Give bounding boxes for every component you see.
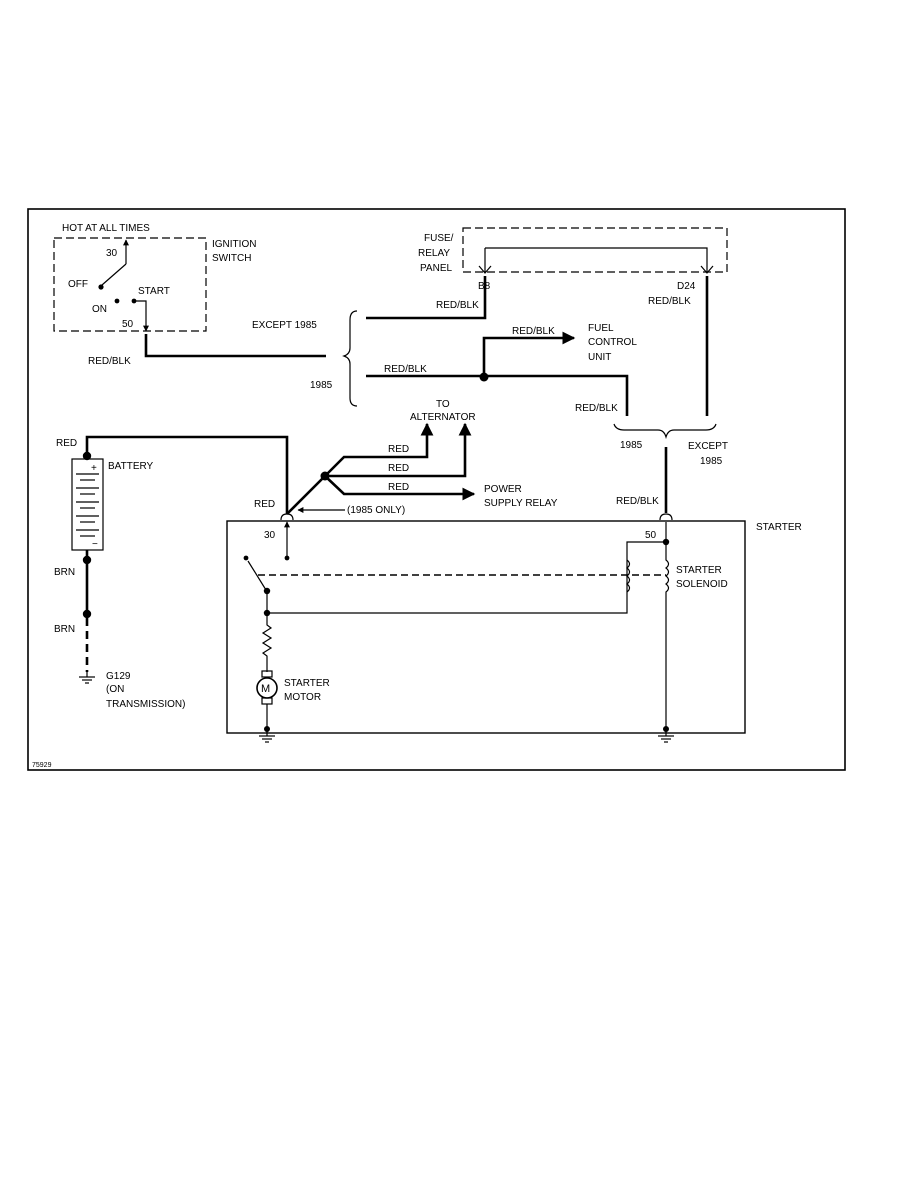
pin-30-label: 30: [106, 248, 118, 259]
to-alternator-label-2: ALTERNATOR: [410, 412, 476, 423]
motor-label-2: MOTOR: [284, 692, 321, 703]
fuse-panel-label-3: PANEL: [420, 263, 452, 274]
pin-d24-label: D24: [677, 281, 696, 292]
diagram-frame: [27, 208, 846, 771]
solenoid-label-2: SOLENOID: [676, 579, 728, 590]
battery-neg-wire-label: BRN: [54, 567, 75, 578]
ground-icon: [259, 729, 275, 743]
fuse-panel-label: FUSE/: [424, 233, 454, 244]
on-label: ON: [92, 304, 107, 315]
alternator-wire-label: RED: [388, 444, 409, 455]
starter: STARTER RED 30 50 STARTER SOLENOID M: [226, 499, 802, 743]
wire-d24-label: RED/BLK: [648, 296, 691, 307]
fuel-control-label-3: UNIT: [588, 352, 611, 363]
off-label: OFF: [68, 279, 88, 290]
ground-g129: G129 (ON TRANSMISSION): [79, 671, 185, 710]
ground-label-3: TRANSMISSION): [106, 699, 185, 710]
figure-id-label: 75929: [32, 762, 52, 769]
wire-1985-label: RED/BLK: [384, 364, 427, 375]
merge-except-label-2: 1985: [700, 456, 723, 467]
starter-label: STARTER: [756, 522, 802, 533]
fuse-panel-label-2: RELAY: [418, 248, 450, 259]
except-1985-label: EXCEPT 1985: [252, 320, 317, 331]
battery-neg-wire-label-2: BRN: [54, 624, 75, 635]
fuse-relay-panel-box: [462, 227, 728, 273]
ignition-switch-label-2: SWITCH: [212, 253, 251, 264]
ground-label-2: (ON: [106, 684, 124, 695]
motor-label: STARTER: [284, 678, 330, 689]
merge-1985-label: 1985: [620, 440, 643, 451]
power-supply-wire-label: RED: [388, 482, 409, 493]
battery-label: BATTERY: [108, 461, 154, 472]
fuel-control-label-2: CONTROL: [588, 337, 637, 348]
alternator-wire-label-2: RED: [388, 463, 409, 474]
year-1985-label: 1985: [310, 380, 333, 391]
ignition-out-wire-label: RED/BLK: [88, 356, 131, 367]
wire-fcu-label: RED/BLK: [512, 326, 555, 337]
merge-except-label: EXCEPT: [688, 441, 728, 452]
fuse-relay-panel: FUSE/ RELAY PANEL B8 D24 RED/BLK RED/BLK: [418, 227, 728, 311]
wire-b8-label: RED/BLK: [436, 300, 479, 311]
wire-starter-label: RED/BLK: [616, 496, 659, 507]
year-branch: EXCEPT 1985 1985 RED/BLK RED/BLK RED/BLK…: [252, 276, 728, 513]
fuel-control-unit: FUEL CONTROL UNIT: [588, 323, 637, 363]
battery-plus: +: [91, 463, 97, 474]
ground-id-label: G129: [106, 671, 131, 682]
starter-motor-icon: [256, 677, 278, 699]
hot-at-all-times-label: HOT AT ALL TIMES: [62, 223, 150, 234]
starter-box: [226, 520, 746, 734]
ignition-switch: HOT AT ALL TIMES IGNITION SWITCH 30 OFF …: [53, 223, 326, 367]
power-supply-label: POWER: [484, 484, 522, 495]
alternator-branch: TO ALTERNATOR RED RED RED POWER SUPPLY R…: [286, 399, 558, 516]
starter-pin-50-label: 50: [645, 530, 657, 541]
starter-pin-30-label: 30: [264, 530, 276, 541]
battery-minus: −: [92, 539, 98, 550]
ignition-switch-box: [53, 237, 207, 332]
wire-down-label: RED/BLK: [575, 403, 618, 414]
to-alternator-label: TO: [436, 399, 450, 410]
fuel-control-label: FUEL: [588, 323, 614, 334]
power-supply-label-2: SUPPLY RELAY: [484, 498, 558, 509]
power-supply-note: (1985 ONLY): [347, 505, 405, 516]
motor-symbol: M: [261, 683, 270, 695]
battery-pos-wire-label: RED: [56, 438, 77, 449]
starter-red-wire-label: RED: [254, 499, 275, 510]
solenoid-label: STARTER: [676, 565, 722, 576]
pin-50-label: 50: [122, 319, 134, 330]
battery: + − BATTERY RED BRN BRN: [54, 435, 289, 672]
start-label: START: [138, 286, 170, 297]
ignition-switch-label: IGNITION: [212, 239, 256, 250]
